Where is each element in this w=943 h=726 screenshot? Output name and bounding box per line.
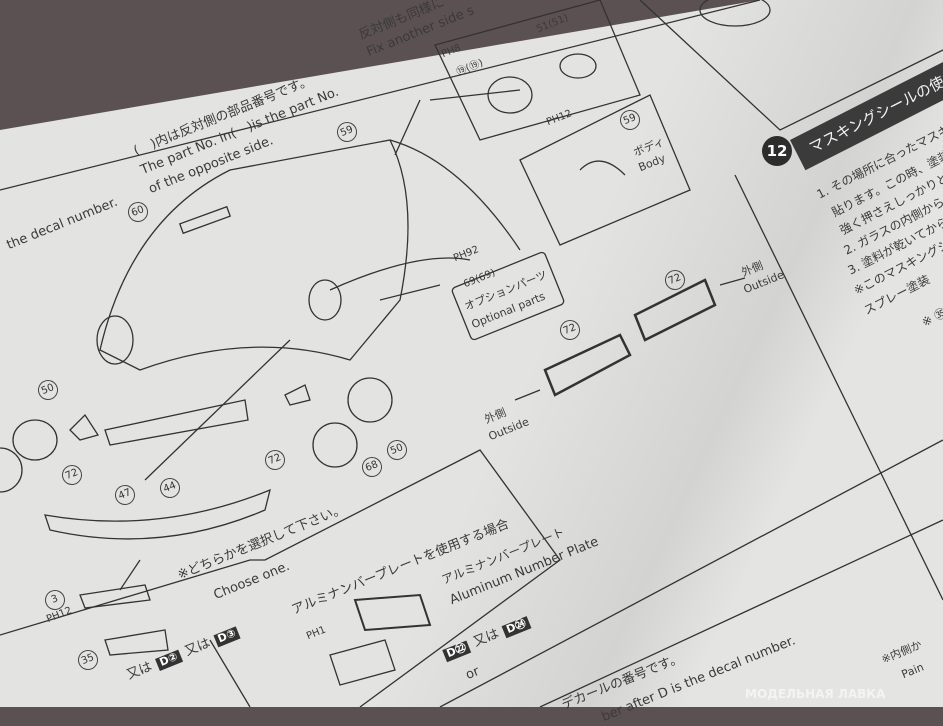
car-hood bbox=[99, 139, 409, 371]
lamp-lens bbox=[559, 53, 597, 79]
inset-lamp bbox=[434, 0, 641, 141]
plate-72-a bbox=[543, 333, 632, 397]
hood-emblem bbox=[178, 205, 232, 235]
grille bbox=[104, 399, 249, 446]
option-box bbox=[0, 449, 561, 707]
assembly-diagram bbox=[0, 0, 943, 707]
instruction-sheet bbox=[0, 0, 943, 707]
watermark: МОДЕЛЬНАЯ ЛАВКА bbox=[745, 687, 886, 701]
headlamp-right bbox=[308, 279, 342, 321]
fender-arch bbox=[329, 257, 471, 291]
optional-parts-label-box bbox=[451, 251, 565, 341]
aluminum-plate bbox=[353, 593, 432, 632]
leader-lines bbox=[119, 89, 746, 591]
option-divider bbox=[209, 639, 251, 707]
lamp-68 bbox=[312, 422, 358, 468]
marker-72-left bbox=[69, 413, 100, 441]
marker-72-right bbox=[284, 384, 311, 406]
plate-72-b bbox=[633, 278, 717, 342]
step-number-badge: 12 bbox=[762, 136, 792, 166]
lamp-50 bbox=[347, 377, 393, 423]
fender-line bbox=[389, 139, 521, 251]
page-fold-shading bbox=[0, 0, 943, 707]
inset-body bbox=[519, 94, 691, 246]
headlamp-ring bbox=[699, 0, 771, 27]
lamp-50-left bbox=[12, 419, 58, 461]
plate-35 bbox=[104, 629, 169, 656]
step-frame bbox=[639, 0, 943, 131]
headlamp-left bbox=[96, 315, 134, 365]
body-curve bbox=[579, 160, 626, 176]
lamp-housing bbox=[487, 76, 533, 114]
page-gutter bbox=[734, 174, 943, 601]
bumper bbox=[44, 488, 271, 540]
header-rule bbox=[0, 0, 761, 191]
plate-3 bbox=[79, 584, 151, 609]
plate-base bbox=[329, 639, 396, 686]
bottom-rule-2 bbox=[539, 519, 943, 707]
bottom-rule-1 bbox=[439, 439, 943, 707]
lamp-left-lens bbox=[0, 447, 23, 493]
